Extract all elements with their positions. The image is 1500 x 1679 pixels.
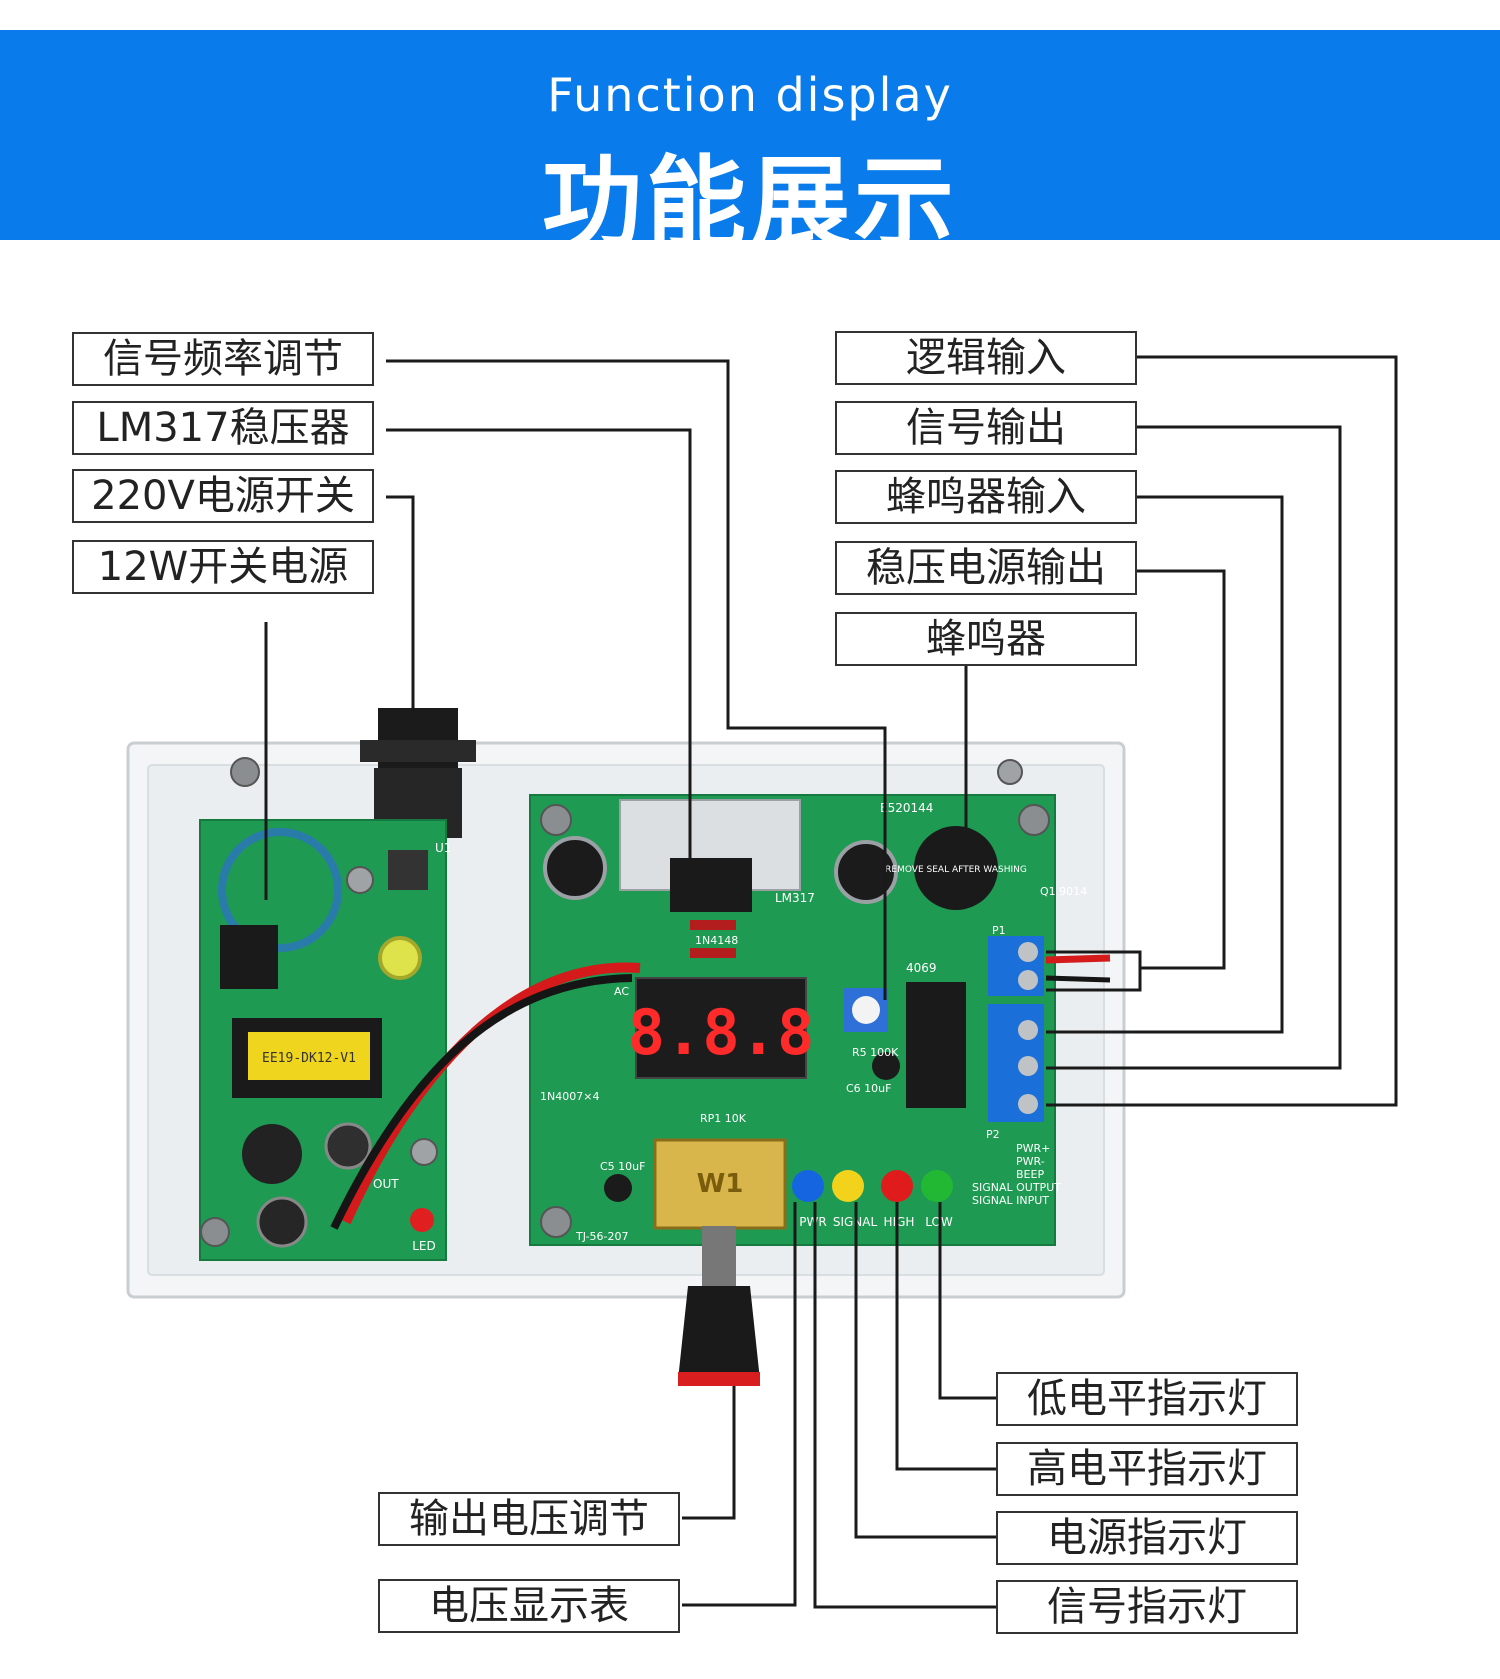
callout-buzzer-input: 蜂鸣器输入: [835, 470, 1137, 524]
svg-text:1N4007×4: 1N4007×4: [540, 1090, 599, 1103]
buzzer: [914, 826, 998, 910]
callout-high-level-indicator: 高电平指示灯: [996, 1442, 1298, 1496]
svg-text:E520144: E520144: [880, 801, 933, 815]
svg-text:4069: 4069: [906, 961, 937, 975]
callout-voltage-meter: 电压显示表: [378, 1579, 680, 1633]
svg-text:SIGNAL OUTPUT: SIGNAL OUTPUT: [972, 1181, 1061, 1194]
svg-text:W1: W1: [697, 1169, 744, 1199]
terminal-p1: [988, 936, 1044, 996]
header-subtitle: Function display: [547, 68, 953, 122]
svg-text:LED: LED: [412, 1239, 436, 1253]
led-low: [921, 1170, 953, 1202]
led-high: [881, 1170, 913, 1202]
power-board-led: [410, 1208, 434, 1232]
svg-text:PWR-: PWR-: [1016, 1155, 1045, 1168]
svg-text:REMOVE SEAL AFTER WASHING: REMOVE SEAL AFTER WASHING: [885, 865, 1027, 875]
callout-signal-output: 信号输出: [835, 401, 1137, 455]
relay-marking: EE19-DK12-V1: [262, 1051, 356, 1066]
display-digits: 8.8.8: [628, 996, 815, 1069]
callout-output-voltage-adjust: 输出电压调节: [378, 1492, 680, 1546]
output-knob: [678, 1286, 760, 1380]
led-signal: [832, 1170, 864, 1202]
svg-text:LM317: LM317: [775, 891, 815, 905]
callout-lm317-regulator: LM317稳压器: [72, 401, 374, 455]
callout-low-level-indicator: 低电平指示灯: [996, 1372, 1298, 1426]
leader-lines: [264, 355, 1398, 1609]
callout-buzzer: 蜂鸣器: [835, 612, 1137, 666]
callout-regulated-output: 稳压电源输出: [835, 541, 1137, 595]
header-banner: Function display 功能展示: [0, 30, 1500, 262]
output-pot: [653, 1138, 787, 1230]
svg-text:PWR: PWR: [799, 1215, 826, 1229]
svg-text:U1: U1: [435, 841, 451, 855]
svg-text:TJ-56-207: TJ-56-207: [575, 1230, 629, 1243]
callout-signal-frequency: 信号频率调节: [72, 332, 374, 386]
header-title: 功能展示: [542, 145, 958, 262]
svg-text:C6 10uF: C6 10uF: [846, 1082, 891, 1095]
logic-chip: [906, 982, 966, 1108]
svg-text:P1: P1: [992, 924, 1006, 937]
svg-text:OUT: OUT: [373, 1177, 399, 1191]
svg-text:P2: P2: [986, 1128, 1000, 1141]
voltage-display: [635, 977, 807, 1079]
svg-text:1N4148: 1N4148: [695, 934, 738, 947]
led-pwr: [792, 1170, 824, 1202]
callout-signal-indicator: 信号指示灯: [996, 1580, 1298, 1634]
callout-switching-psu: 12W开关电源: [72, 540, 374, 594]
callout-power-switch: 220V电源开关: [72, 469, 374, 523]
pwm-chip: [220, 925, 278, 989]
svg-text:HIGH: HIGH: [884, 1215, 915, 1229]
svg-text:PWR+: PWR+: [1016, 1142, 1050, 1155]
svg-text:AC: AC: [614, 985, 629, 998]
svg-text:Q1 9014: Q1 9014: [1040, 885, 1087, 898]
svg-text:BEEP: BEEP: [1016, 1168, 1044, 1181]
svg-text:RP1 10K: RP1 10K: [700, 1112, 747, 1125]
callout-power-indicator: 电源指示灯: [996, 1511, 1298, 1565]
svg-text:C5 10uF: C5 10uF: [600, 1160, 645, 1173]
lm317-regulator: [670, 858, 752, 912]
callout-logic-input: 逻辑输入: [835, 331, 1137, 385]
svg-text:SIGNAL INPUT: SIGNAL INPUT: [972, 1194, 1049, 1207]
svg-text:R5 100K: R5 100K: [852, 1046, 899, 1059]
